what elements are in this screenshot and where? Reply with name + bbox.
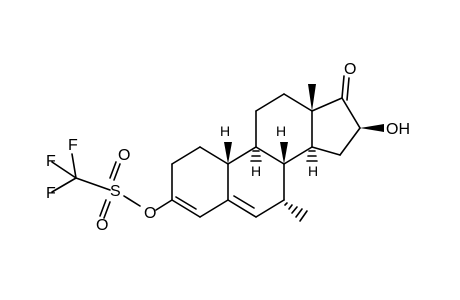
bond-c12-c13 bbox=[283, 93, 313, 112]
bond-c-f2 bbox=[71, 153, 77, 179]
hash-c7-methyl bbox=[284, 202, 308, 222]
bond-c13-c17 bbox=[311, 97, 343, 112]
bond-c14-c8 bbox=[283, 146, 313, 165]
bond-c-f1 bbox=[51, 161, 77, 179]
atom-h14: H bbox=[308, 163, 318, 179]
bond-c-f3 bbox=[51, 177, 77, 193]
bond-c7-c6 bbox=[255, 199, 285, 218]
bond-olink-c3 bbox=[155, 199, 173, 211]
hash-h14 bbox=[306, 150, 318, 162]
bond-c1-c10 bbox=[199, 146, 229, 165]
atom-o-sulfonyl-2: O bbox=[96, 217, 108, 234]
bond-lines bbox=[51, 75, 384, 222]
atom-oh: OH bbox=[386, 121, 410, 138]
atom-h10: H bbox=[251, 163, 261, 179]
bond-c2-c1 bbox=[171, 146, 201, 165]
bond-c16-c15 bbox=[339, 127, 361, 156]
bond-s-olink bbox=[123, 195, 141, 207]
atom-h9: H bbox=[220, 123, 230, 139]
atom-s: S bbox=[110, 183, 121, 200]
atom-f1: F bbox=[46, 153, 56, 170]
bond-c4-c3-double bbox=[175, 196, 197, 210]
bond-c-s bbox=[75, 177, 111, 191]
atom-o-ester: O bbox=[144, 205, 156, 222]
bond-c11-c12 bbox=[255, 93, 285, 112]
bond-c10-c9 bbox=[227, 146, 257, 165]
atom-f3: F bbox=[46, 185, 56, 202]
wedge-c13-methyl bbox=[308, 84, 316, 111]
wedge-h9 bbox=[224, 142, 232, 164]
bond-c9-c8 bbox=[255, 146, 285, 165]
bond-c4-c3 bbox=[171, 199, 201, 218]
atom-labels: F F F S O O O O OH H H H H bbox=[46, 61, 410, 234]
bond-s-o1-a bbox=[113, 163, 121, 181]
wedge-c16-oh bbox=[360, 124, 384, 132]
atom-o-ketone: O bbox=[344, 61, 356, 78]
bond-c17-c16 bbox=[341, 97, 361, 129]
atom-f2: F bbox=[68, 137, 78, 154]
bond-s-o1-b bbox=[109, 161, 117, 179]
atom-h8: H bbox=[276, 123, 286, 139]
bond-c17-o-b bbox=[346, 77, 350, 101]
bond-c5-c4 bbox=[199, 199, 229, 218]
bond-c6-c5-double bbox=[233, 195, 255, 209]
bond-c6-c5 bbox=[227, 199, 257, 218]
bond-c17-o-a bbox=[341, 75, 345, 99]
wedge-h8 bbox=[280, 142, 288, 164]
hash-h10 bbox=[250, 150, 262, 162]
bond-s-o2-b bbox=[103, 201, 111, 219]
bond-s-o2-a bbox=[99, 199, 107, 217]
atom-o-sulfonyl-1: O bbox=[118, 147, 130, 164]
bond-c15-c14 bbox=[311, 146, 341, 156]
